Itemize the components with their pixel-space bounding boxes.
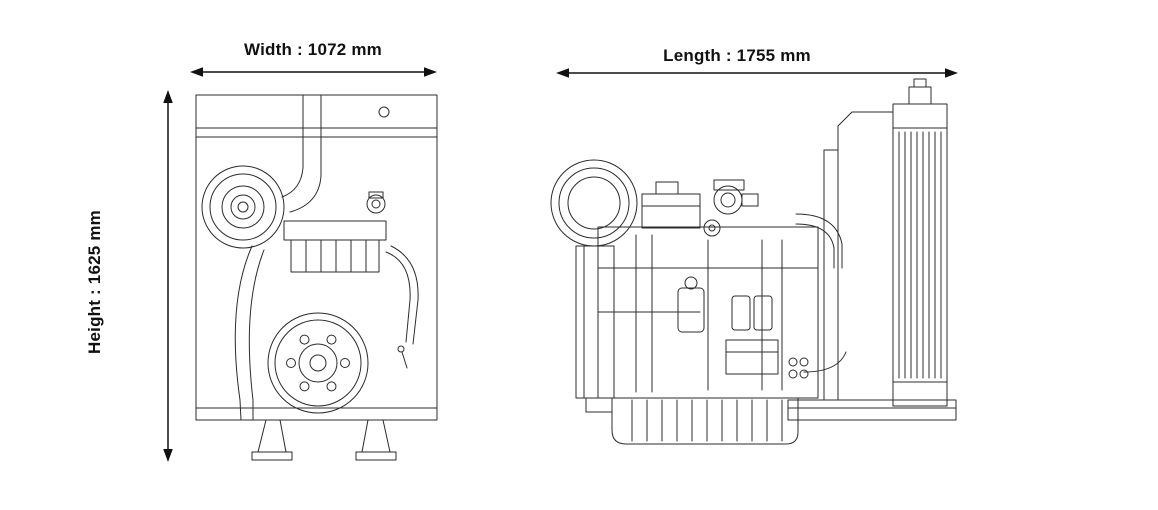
engine-side-view-drawing: [550, 78, 957, 445]
engine-front-view-drawing: [195, 94, 438, 461]
width-dimension-label: Width : 1072 mm: [244, 40, 382, 59]
width-dimension-arrow: [190, 67, 437, 77]
length-dimension-arrow: [556, 68, 958, 78]
height-dimension-arrow: [163, 90, 173, 462]
length-dimension-label: Length : 1755 mm: [663, 46, 811, 65]
